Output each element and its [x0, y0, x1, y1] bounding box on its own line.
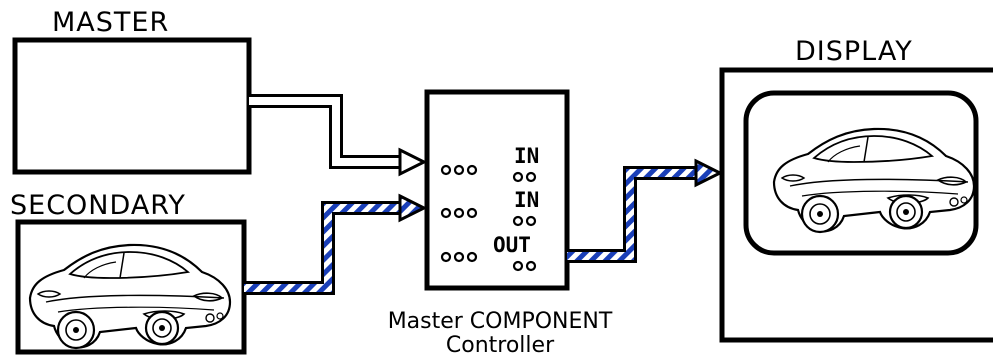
port-label-out: OUT [493, 233, 531, 257]
controller-caption-line1: Master COMPONENT [388, 309, 613, 334]
port-label-in-2: IN [514, 188, 539, 212]
master-to-controller-cable [249, 94, 428, 177]
secondary-to-controller-cable [244, 193, 428, 295]
controller-caption-line2: Controller [446, 333, 555, 358]
secondary-label: SECONDARY [10, 190, 186, 221]
controller-to-display-cable [567, 158, 724, 263]
controller-port-out: OUT [440, 233, 537, 272]
controller-port-in-2: IN [440, 188, 539, 227]
master-source-box [12, 37, 252, 175]
display-label: DISPLAY [795, 36, 913, 67]
port-label-in-1: IN [514, 144, 539, 168]
master-label: MASTER [52, 7, 169, 38]
controller-port-in-1: IN [440, 144, 539, 183]
